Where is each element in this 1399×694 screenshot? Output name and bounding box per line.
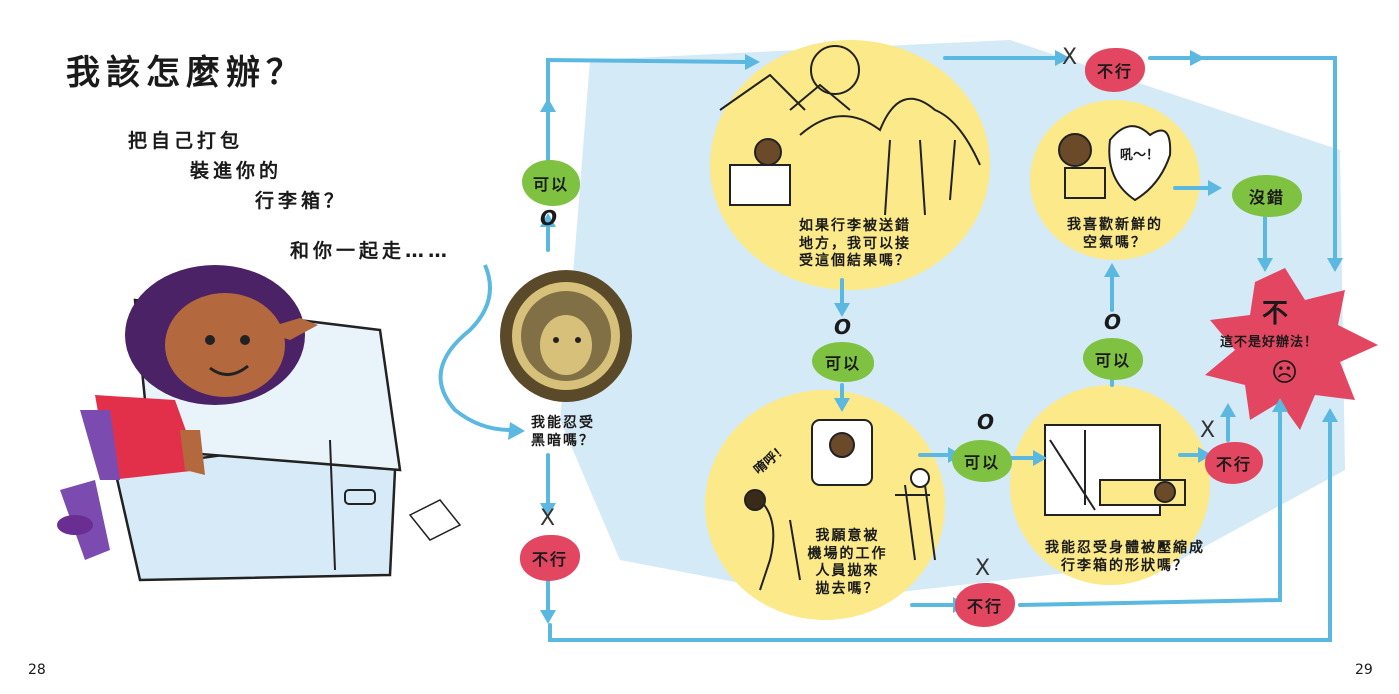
answer-yes-squeezed: 可以 xyxy=(1083,338,1143,380)
thrown-luggage-illustration xyxy=(744,419,936,591)
answer-yes-dark: 可以 xyxy=(522,160,580,206)
answer-no-lost: 不行 xyxy=(1085,48,1145,92)
question-squeezed: 我能忍受身體被壓縮成 行李箱的形狀嗎？ xyxy=(1010,540,1240,575)
answer-right-air: 沒錯 xyxy=(1232,175,1302,217)
answer-no-squeezed: 不行 xyxy=(1205,442,1263,484)
intro-line-2: 裝進你的 xyxy=(190,160,283,182)
fresh-air-illustration xyxy=(1058,125,1172,202)
x-mark-4: X xyxy=(1200,418,1216,443)
girl-illustration xyxy=(57,265,318,560)
arrow-heads xyxy=(540,50,1343,624)
question-thrown-line-2: 機場的工作 xyxy=(807,545,888,562)
result-starburst xyxy=(1205,268,1378,430)
answer-no-thrown: 不行 xyxy=(955,583,1015,627)
x-mark-1: X xyxy=(540,506,556,531)
question-dark: 我能忍受 黑暗嗎？ xyxy=(508,415,618,450)
or-mark-2: O xyxy=(834,315,852,339)
sad-face-icon: ☹ xyxy=(1271,358,1299,388)
question-thrown: 我願意被 機場的工作 人員拋來 拋去嗎？ xyxy=(785,528,910,598)
x-mark-2: X xyxy=(1062,45,1078,70)
page-title: 我該怎麼辦？ xyxy=(66,53,306,93)
exclaim-ahh: 吼～！ xyxy=(1120,148,1160,163)
question-lost-luggage: 如果行李被送錯 地方，我可以接 受這個結果嗎？ xyxy=(760,218,950,271)
question-air-line-1: 我喜歡新鮮的 xyxy=(1067,217,1163,233)
page-number-left: 28 xyxy=(28,662,46,678)
or-mark-1: O xyxy=(540,206,558,230)
yellow-blob-thrown xyxy=(705,390,945,620)
question-thrown-line-4: 拋去嗎？ xyxy=(815,580,880,597)
intro-curve-arrow xyxy=(438,264,511,432)
question-lost-line-2: 地方，我可以接 xyxy=(799,235,911,252)
answer-yes-thrown: 可以 xyxy=(952,440,1012,482)
result-no-big: 不 xyxy=(1262,299,1289,329)
question-dark-line-1: 我能忍受 xyxy=(531,415,595,431)
result-subtitle: 這不是好辦法！ xyxy=(1220,335,1319,350)
or-mark-3: O xyxy=(977,410,995,434)
question-dark-line-2: 黑暗嗎？ xyxy=(531,432,595,449)
question-fresh-air: 我喜歡新鮮的 空氣嗎？ xyxy=(1040,217,1190,252)
question-thrown-line-3: 人員拋來 xyxy=(815,563,880,579)
question-lost-line-1: 如果行李被送錯 xyxy=(799,218,911,234)
question-thrown-line-1: 我願意被 xyxy=(815,528,880,544)
or-mark-4: O xyxy=(1104,310,1122,334)
intro-line-1: 把自己打包 xyxy=(128,130,244,152)
intro-line-3: 行李箱？ xyxy=(255,190,348,212)
question-lost-line-3: 受這個結果嗎？ xyxy=(799,253,911,269)
answer-no-dark: 不行 xyxy=(520,535,580,581)
question-air-line-2: 空氣嗎？ xyxy=(1083,234,1147,251)
question-squeezed-line-2: 行李箱的形狀嗎？ xyxy=(1061,557,1189,574)
squeezed-suitcase-illustration xyxy=(1044,424,1186,516)
camel-scene-illustration xyxy=(719,45,981,216)
yellow-blob-lost xyxy=(710,40,990,290)
x-mark-3: X xyxy=(975,556,991,581)
question-squeezed-line-1: 我能忍受身體被壓縮成 xyxy=(1045,540,1205,556)
intro-line-4: 和你一起走…… xyxy=(290,240,452,262)
answer-yes-lost: 可以 xyxy=(812,342,874,382)
flow-arrows xyxy=(546,56,1337,642)
page-number-right: 29 xyxy=(1355,662,1373,678)
